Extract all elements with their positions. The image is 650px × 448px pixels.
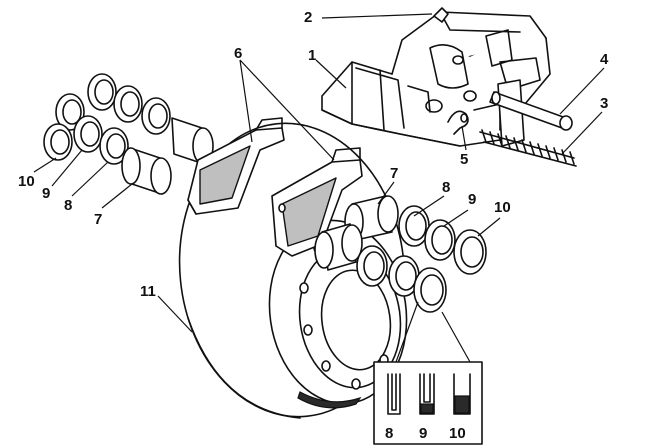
inset-label-10: 10 [449,425,466,442]
seal-section-inset: 8 9 10 [373,361,483,445]
callout-9-left: 9 [42,185,50,202]
seal-section-10 [453,373,471,415]
spring-clip [447,110,469,135]
callout-8-right: 8 [442,179,450,196]
callout-5: 5 [460,151,468,168]
callout-8-left: 8 [64,197,72,214]
callout-7-left: 7 [94,211,102,228]
callout-10-right: 10 [494,199,511,216]
callout-2: 2 [304,9,312,26]
callout-labels: 1 2 3 4 5 6 7 7 8 8 9 9 10 10 11 [18,9,609,300]
brake-pad-left [187,117,285,215]
seal-section-8 [387,373,401,415]
caliper-body [321,7,551,147]
anti-rattle-spring [479,129,577,167]
callout-1: 1 [308,47,316,64]
retaining-pin [489,91,573,131]
seal-section-9 [419,373,435,415]
brake-pad-right [271,147,363,257]
callout-10-left: 10 [18,173,35,190]
right-seal-kit [314,195,487,313]
inset-label-9: 9 [419,425,427,442]
inset-pointer-lines [395,301,471,363]
callout-7-right: 7 [390,165,398,182]
callout-9-right: 9 [468,191,476,208]
callout-4: 4 [600,51,609,68]
leader-lines [33,13,605,333]
left-seal-kit [43,73,214,195]
callout-3: 3 [600,95,608,112]
callout-6: 6 [234,45,242,62]
callout-11: 11 [140,283,156,300]
inset-label-8: 8 [385,425,393,442]
